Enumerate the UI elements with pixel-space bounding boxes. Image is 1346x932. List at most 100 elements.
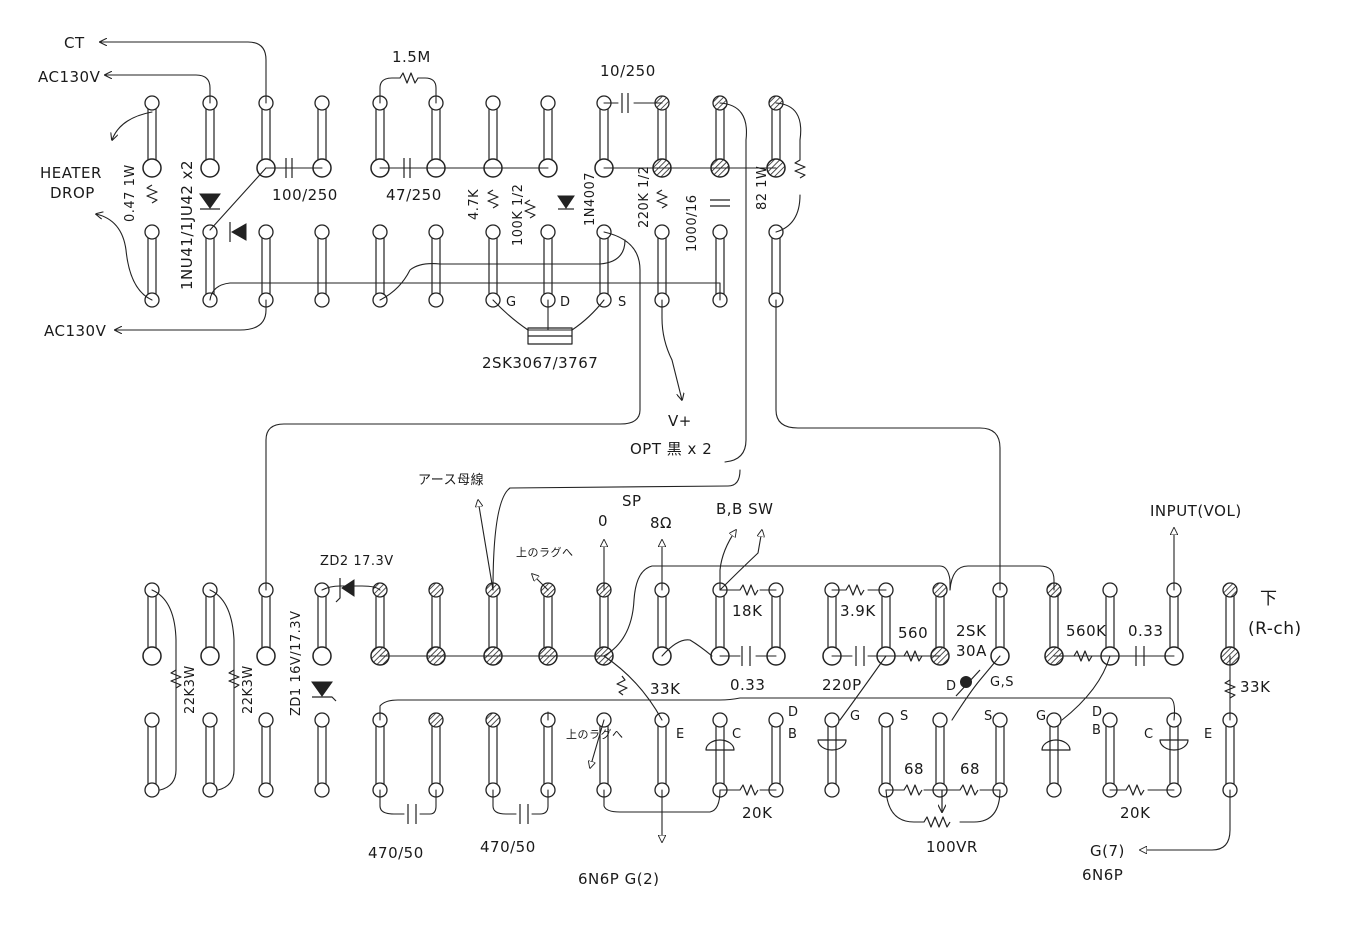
wire-earth-bus	[492, 469, 741, 591]
bottom-strip-lug	[314, 782, 330, 798]
bottom-strip-lug	[824, 712, 840, 728]
label-heater: HEATER	[40, 164, 102, 182]
top-strip-lug	[540, 224, 556, 240]
top-strip-lug	[258, 224, 274, 240]
resistor-18k	[739, 584, 759, 596]
label-pin-b-1: B	[788, 727, 797, 742]
wire-100vr-b	[959, 789, 1001, 823]
wire-470-a	[379, 789, 405, 815]
label-sp-8: 8Ω	[650, 514, 672, 532]
resistor-20k-b	[1125, 784, 1145, 796]
label-pin-c-1: C	[732, 727, 742, 742]
label-c-033-b: 0.33	[1128, 622, 1163, 640]
label-r-100k: 100K 1/2	[511, 184, 526, 246]
pot-100vr	[923, 816, 951, 828]
label-r-20k-b: 20K	[1120, 804, 1151, 822]
wire-heater-row	[209, 282, 721, 301]
label-tube-6n6p: 6N6P	[1082, 866, 1123, 884]
bottom-strip-lug	[878, 712, 894, 728]
capacitor-100-250	[285, 158, 293, 178]
wire-gds	[492, 299, 605, 331]
wire-sw-row	[661, 639, 713, 657]
top-strip-lug	[372, 224, 388, 240]
top-strip-lug	[428, 224, 444, 240]
wire-82-loop	[775, 102, 802, 161]
bottom-strip-lug	[314, 712, 330, 728]
bottom-strip-lug	[258, 712, 274, 728]
label-zd1: ZD1 16V/17.3V	[289, 611, 304, 716]
resistor-82	[794, 159, 806, 179]
label-drop: DROP	[50, 184, 95, 202]
label-r-47k: 4.7K	[467, 189, 482, 220]
resistor-560	[903, 650, 923, 662]
top-strip-lug	[428, 292, 444, 308]
bottom-strip-lug	[1222, 582, 1238, 598]
wire-g7	[1140, 789, 1231, 850]
components	[146, 72, 1236, 828]
diode-1nu41-a	[199, 193, 221, 209]
tube-pin-g1	[817, 739, 847, 751]
top-strip-lug	[485, 224, 501, 240]
label-pin-gs: G,S	[990, 675, 1014, 690]
label-pin-e-1: E	[676, 727, 685, 742]
wire-470-b2	[531, 789, 549, 815]
wire-100vr	[885, 789, 925, 823]
label-sp: SP	[622, 492, 642, 510]
capacitor-47-250	[403, 158, 411, 178]
capacitor-470-50-a	[407, 804, 417, 824]
top-strip-lug	[540, 95, 556, 111]
label-pin-c-2: C	[1144, 727, 1154, 742]
wire-6n6p-g2	[603, 789, 721, 813]
label-pin-e-2: E	[1204, 727, 1213, 742]
bottom-strip-lug	[932, 582, 948, 598]
bottom-strip-lug	[1046, 782, 1062, 798]
wire-to-upper-2	[590, 719, 605, 768]
wire-470-a2	[419, 789, 437, 815]
wire-vplus	[661, 299, 682, 400]
wire-470-b	[492, 789, 517, 815]
wire-ac130v-bottom	[115, 299, 267, 330]
wire-bus-right	[949, 565, 1055, 591]
bottom-strip-lug	[312, 646, 332, 666]
bottom-strip-lug	[712, 712, 728, 728]
bottom-strip-lug	[256, 646, 276, 666]
label-r-68-a: 68	[904, 760, 924, 778]
wire-long-down	[265, 231, 641, 591]
label-vr-100: 100VR	[926, 838, 978, 856]
resistor-100k	[524, 199, 536, 219]
bottom-strip-lug	[200, 646, 220, 666]
wire-g-right	[1061, 655, 1111, 721]
label-c-470-50-b: 470/50	[480, 838, 536, 856]
top-strip-lug	[314, 224, 330, 240]
label-pin-s-1: S	[900, 709, 909, 724]
capacitor-1000-16	[710, 199, 730, 207]
label-r-22k-b: 22K3W	[241, 665, 256, 714]
resistor-4-7k	[487, 189, 499, 209]
label-ac130v-bottom: AC130V	[44, 322, 107, 340]
resistor-22k-b	[228, 669, 240, 689]
bottom-strip-lug	[768, 712, 784, 728]
bottom-strip-lug	[1102, 712, 1118, 728]
wire-heater-drop	[112, 111, 153, 140]
wire-15m-right	[417, 77, 437, 104]
top-strip-lug	[142, 158, 162, 178]
label-to-upper-lug-1: 上のラグへ	[516, 545, 574, 559]
bottom-strip-lug	[144, 782, 160, 798]
zener-zd2	[341, 579, 355, 597]
label-c-470-50-a: 470/50	[368, 844, 424, 862]
bottom-strip-lug	[485, 712, 501, 728]
bottom-strip-lug	[202, 712, 218, 728]
label-to-upper-lug-2: 上のラグへ	[566, 727, 624, 741]
wire-bbsw-b	[719, 530, 762, 591]
label-pin-s-2: S	[984, 709, 993, 724]
wire-33k-a	[603, 655, 663, 721]
top-strip-lug	[654, 224, 670, 240]
label-c-1000-16: 1000/16	[685, 194, 700, 252]
labels: CT AC130V HEATER DROP AC130V 0.47 1W 1NU…	[38, 34, 1301, 888]
wire-c-tri	[839, 655, 887, 721]
bottom-strip-lug	[202, 782, 218, 798]
label-input-vol: INPUT(VOL)	[1150, 502, 1242, 520]
wire-bot-row	[379, 697, 1176, 721]
wire-22k-a	[151, 589, 177, 791]
